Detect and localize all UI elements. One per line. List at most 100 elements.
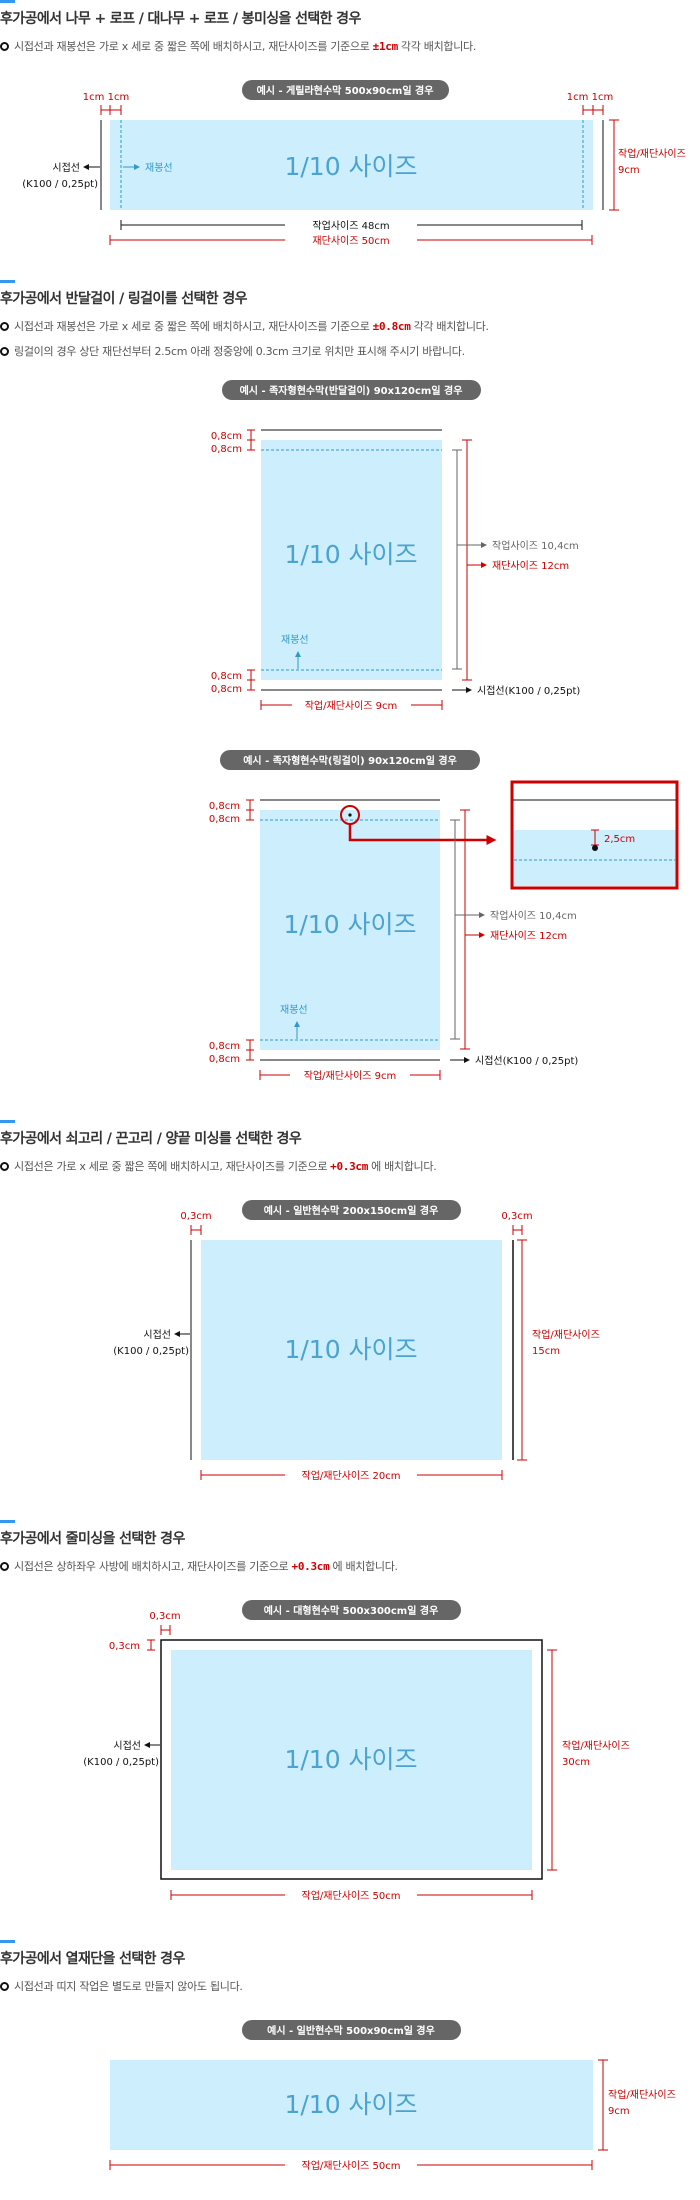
bullet-emphasis: ±1cm xyxy=(372,39,399,53)
diagram-half-moon: 예시 - 족자형현수막(반달걸이) 90x120cm일 경우 0,8cm 0,8… xyxy=(211,380,580,712)
margin-label: 0,8cm xyxy=(211,671,242,682)
bullet-text: 시접선은 상하좌우 사방에 배치하시고, 재단사이즈를 기준으로 xyxy=(14,1560,289,1573)
margin-markers xyxy=(190,1225,523,1235)
work-dimension xyxy=(452,449,462,670)
bullet: 시접선과 재봉선은 가로 x 세로 중 짧은 쪽에 배치하시고, 재단사이즈를 … xyxy=(0,38,476,54)
banner-area xyxy=(110,120,593,210)
cut-dimension xyxy=(462,439,472,681)
margin-label: 0,8cm xyxy=(209,814,240,825)
cut-dim-label: 재단사이즈 12cm xyxy=(490,930,567,942)
bottom-dimension xyxy=(109,2160,593,2170)
bottom-dim-label: 작업/재단사이즈 20cm xyxy=(302,1469,401,1482)
banner-area xyxy=(261,440,442,680)
example-pill xyxy=(242,2020,461,2040)
example-pill xyxy=(220,750,480,770)
bottom-dimension xyxy=(259,1070,441,1080)
scale-label: 1/10 사이즈 xyxy=(284,1335,417,1364)
diagram-rope: 예시 - 게릴라현수막 500x90cm일 경우 1cm 1cm 1cm 1cm… xyxy=(22,80,686,247)
scale-label: 1/10 사이즈 xyxy=(284,2090,417,2119)
example-pill xyxy=(222,380,481,400)
height-dimension xyxy=(609,119,619,211)
bullet-text: 각각 배치합니다. xyxy=(400,40,477,53)
side-label: 작업/재단사이즈 xyxy=(562,1739,630,1752)
bullet-text: 각각 배치합니다. xyxy=(413,320,489,333)
seam-spec: (K100 / 0,25pt) xyxy=(113,1346,189,1357)
bullet: 시접선과 띠지 작업은 별도로 만들지 않아도 됩니다. xyxy=(0,1978,243,1994)
seam-spec: (K100 / 0,25pt) xyxy=(22,179,98,190)
sewing-line xyxy=(260,819,440,1041)
diagram-heat-cut: 예시 - 일반현수막 500x90cm일 경우 1/10 사이즈 작업/재단사이… xyxy=(109,2020,676,2172)
bullet-emphasis: +0.3cm xyxy=(330,1159,369,1173)
example-pill xyxy=(242,80,449,100)
margin-markers xyxy=(100,105,604,115)
margin-markers xyxy=(147,1639,155,1651)
height-dimension xyxy=(547,1649,557,1871)
ring-dot-icon xyxy=(592,845,598,851)
bullet-text: 시접선과 재봉선은 가로 x 세로 중 짧은 쪽에 배치하시고, 재단사이즈를 … xyxy=(14,40,370,53)
margin-label: 0,3cm xyxy=(109,1641,140,1652)
ring-offset-label: 2,5cm xyxy=(604,834,635,845)
banner-area xyxy=(260,810,440,1050)
margin-label: 0,8cm xyxy=(211,444,242,455)
work-dim-label: 작업사이즈 10,4cm xyxy=(492,539,579,552)
bullet: 시접선은 가로 x 세로 중 짧은 쪽에 배치하시고, 재단사이즈를 기준으로+… xyxy=(0,1158,437,1174)
section-title: 후가공에서 쇠고리 / 끈고리 / 양끝 미싱를 선택한 경우 xyxy=(0,1131,302,1147)
seam-label: 시접선 xyxy=(143,1329,171,1341)
bottom-dimension xyxy=(200,1470,503,1480)
margin-label: 0,3cm xyxy=(501,1211,532,1222)
side-value: 9cm xyxy=(608,2106,630,2117)
seam-label: 시접선 xyxy=(113,1740,141,1752)
bottom-dim-label: 작업/재단사이즈 9cm xyxy=(305,699,398,712)
banner-area xyxy=(110,2060,593,2150)
margin-label: 0,3cm xyxy=(149,1611,180,1622)
side-label: 작업/재단사이즈 xyxy=(618,147,686,160)
margin-label: 0,8cm xyxy=(211,431,242,442)
ring-dot-icon xyxy=(348,813,352,817)
margin-markers xyxy=(160,1625,171,1635)
example-label: 예시 - 일반현수막 500x90cm일 경우 xyxy=(267,2024,435,2037)
sewing-label: 재봉선 xyxy=(281,634,309,646)
diagram-grommet: 예시 - 일반현수막 200x150cm일 경우 0,3cm 0,3cm 시접선… xyxy=(113,1200,600,1482)
bullet-icon xyxy=(0,1161,9,1171)
cut-dim-label: 재단사이즈 50cm xyxy=(312,235,389,247)
sewing-line xyxy=(261,449,442,671)
cut-dimension xyxy=(109,235,593,245)
sewing-label: 재봉선 xyxy=(280,1004,308,1016)
margin-label: 0,8cm xyxy=(209,801,240,812)
seam-line xyxy=(160,1639,543,1880)
margin-markers xyxy=(246,799,254,1061)
bullet-icon xyxy=(0,1981,9,1991)
section-title: 후가공에서 나무 + 로프 / 대나무 + 로프 / 봉미싱을 선택한 경우 xyxy=(0,11,361,27)
example-label: 예시 - 일반현수막 200x150cm일 경우 xyxy=(264,1204,439,1217)
diagram-hem-sewing: 예시 - 대형현수막 500x300cm일 경우 0,3cm 0,3cm 시접선… xyxy=(83,1600,630,1902)
example-label: 예시 - 대형현수막 500x300cm일 경우 xyxy=(264,1604,439,1617)
cut-dim-label: 재단사이즈 12cm xyxy=(492,560,569,572)
section-marker xyxy=(0,280,15,283)
work-dim-label: 작업사이즈 10,4cm xyxy=(490,909,577,922)
bullet-text: 링걸이의 경우 상단 재단선부터 2.5cm 아래 정중앙에 0.3cm 크기로… xyxy=(14,345,465,358)
margin-label: 0,3cm xyxy=(180,1211,211,1222)
bullet-text: 시접선과 띠지 작업은 별도로 만들지 않아도 됩니다. xyxy=(14,1980,243,1993)
sewing-label: 재봉선 xyxy=(145,162,173,174)
bullet-text: 에 배치합니다. xyxy=(371,1160,437,1173)
banner-area xyxy=(201,1240,502,1460)
bullet-icon xyxy=(0,1561,9,1571)
example-label: 예시 - 족자형현수막(링걸이) 90x120cm일 경우 xyxy=(243,754,457,767)
side-value: 9cm xyxy=(618,165,640,176)
section-title: 후가공에서 반달걸이 / 링걸이를 선택한 경우 xyxy=(0,291,248,307)
bullet-text: 에 배치합니다. xyxy=(332,1560,398,1573)
scale-label: 1/10 사이즈 xyxy=(284,540,417,569)
margin-label: 1cm 1cm xyxy=(83,92,129,103)
section-marker xyxy=(0,0,15,3)
bullet-emphasis: +0.3cm xyxy=(291,1559,330,1573)
work-dimension xyxy=(450,819,460,1040)
work-dim-label: 작업사이즈 48cm xyxy=(312,219,389,232)
side-label: 작업/재단사이즈 xyxy=(608,2088,676,2101)
sewing-line xyxy=(120,120,584,210)
diagram-ring: 예시 - 족자형현수막(링걸이) 90x120cm일 경우 0,8cm 0,8c… xyxy=(209,750,679,1082)
example-pill xyxy=(242,1200,461,1220)
margin-label: 0,8cm xyxy=(209,1054,240,1065)
